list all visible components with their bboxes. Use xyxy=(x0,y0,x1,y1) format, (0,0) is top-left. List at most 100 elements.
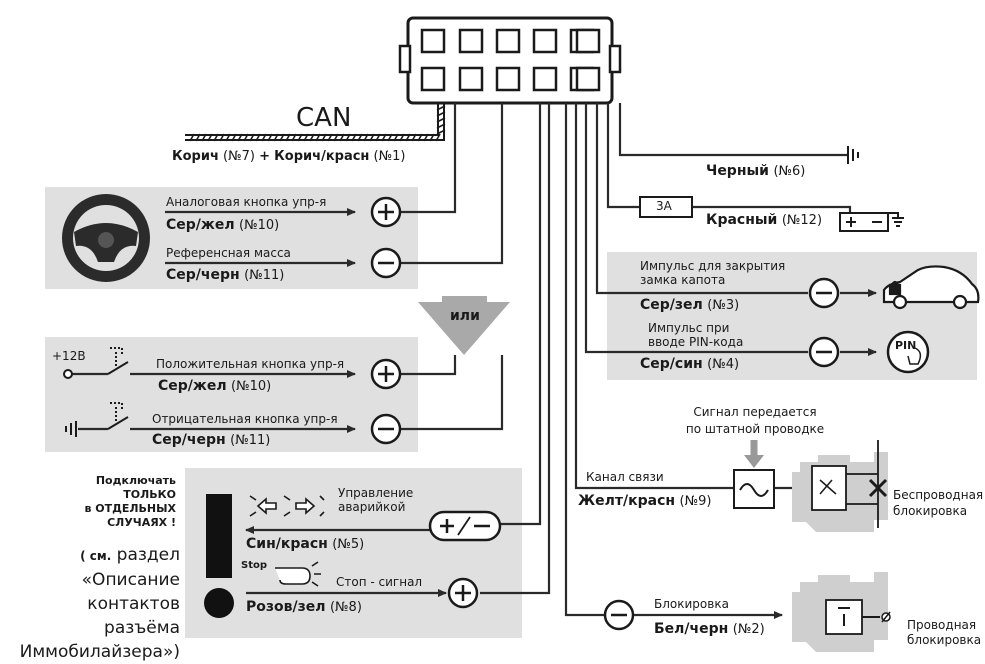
wire-ref-mass xyxy=(400,103,504,265)
notice-ref5: Иммобилайзера») xyxy=(19,642,180,662)
stop-wire-label: Розов/зел (№8) xyxy=(246,599,362,615)
analog-wire-label: Сер/жел (№10) xyxy=(166,217,279,233)
notice-ref3: контактов xyxy=(87,594,180,614)
wire-pos-button xyxy=(400,355,457,376)
can-wire-color: Корич xyxy=(172,149,219,164)
wireless-block-engine xyxy=(792,440,888,532)
pos-wire: Сер/жел xyxy=(158,378,227,394)
notice-dot xyxy=(204,588,234,618)
pin-no: (№4) xyxy=(707,357,740,372)
signal-converter xyxy=(733,440,775,509)
pos-wire-label: Сер/жел (№10) xyxy=(158,378,272,394)
notice-line2: ТОЛЬКО xyxy=(123,488,176,501)
pin-label1: Импульс при xyxy=(648,321,730,335)
stop-no: (№8) xyxy=(329,600,362,615)
fuse xyxy=(639,196,693,218)
minus-circle-block xyxy=(603,599,635,631)
wired-label2: блокировка xyxy=(907,633,982,647)
plus-circle-pos xyxy=(370,358,402,390)
connector-pin xyxy=(575,66,601,92)
wire-ground xyxy=(618,103,848,157)
ground-wire-label: Черный (№6) xyxy=(706,163,806,179)
wire-neg-button xyxy=(400,355,504,431)
connector-pin xyxy=(575,28,601,54)
hazard-wire: Син/красн xyxy=(246,536,328,552)
can-label: CAN xyxy=(296,103,352,133)
analog-label: Аналоговая кнопка упр-я xyxy=(166,195,327,209)
stop-label: Стоп - сигнал xyxy=(336,575,423,589)
wired-label1: Проводная xyxy=(907,618,977,632)
connector xyxy=(398,16,622,105)
can-wire-no: (№7) xyxy=(223,149,255,164)
minus-circle-ref xyxy=(370,247,402,279)
pin-wire-label: Сер/син (№4) xyxy=(640,356,740,372)
connector-pin xyxy=(495,28,521,54)
pin-label2: вводе PIN-кода xyxy=(648,335,744,349)
steering-wheel-icon xyxy=(62,194,150,282)
notice-ref-word: раздел xyxy=(116,545,180,565)
wire-hood xyxy=(595,103,808,295)
plus-minus-hazard xyxy=(428,510,502,542)
neg-label: Отрицательная кнопка упр-я xyxy=(152,412,338,426)
minus-circle-hood xyxy=(808,277,840,309)
connector-pin xyxy=(458,28,484,54)
notice-ref: ( см. раздел «Описание контактов разъёма… xyxy=(0,543,180,664)
ground-no: (№6) xyxy=(773,164,806,179)
pos-switch-icon xyxy=(63,347,129,379)
fuse-label: 3А xyxy=(656,199,672,213)
wireless-label2: блокировка xyxy=(893,504,968,518)
hazard-no: (№5) xyxy=(332,537,365,552)
channel-no: (№9) xyxy=(679,494,712,509)
block-wire-label: Бел/черн (№2) xyxy=(654,621,765,637)
neg-wire-label: Сер/черн (№11) xyxy=(152,432,271,448)
block-wire: Бел/черн xyxy=(654,621,729,637)
connector-pin xyxy=(420,28,446,54)
hazard-label2: аварийкой xyxy=(338,500,406,514)
hood-label2: замка капота xyxy=(640,273,726,287)
can-wire-color2: Корич/красн xyxy=(274,149,370,164)
pos-label: Положительная кнопка упр-я xyxy=(156,357,345,371)
channel-wire: Желт/красн xyxy=(578,493,676,509)
neg-no: (№11) xyxy=(230,433,271,448)
hazard-lights-icon xyxy=(249,495,325,517)
hood-label1: Импульс для закрытия xyxy=(640,259,786,273)
signal-label1: Сигнал передается xyxy=(693,405,817,419)
pin-icon-text: PIN xyxy=(895,339,917,352)
ground-wire: Черный xyxy=(706,163,769,179)
ref-no: (№11) xyxy=(244,268,285,283)
notice-line1: Подключать xyxy=(95,474,176,487)
wire-channel xyxy=(574,103,734,490)
notice-text: Подключать ТОЛЬКО в ОТДЕЛЬНЫХ СЛУЧАЯХ ! xyxy=(60,474,176,530)
connector-pin xyxy=(420,66,446,92)
stop-wire: Розов/зел xyxy=(246,599,326,615)
analog-wire: Сер/жел xyxy=(166,217,235,233)
block-label: Блокировка xyxy=(654,597,729,611)
block-no: (№2) xyxy=(732,622,765,637)
wire-hazard xyxy=(500,103,542,526)
connector-pin xyxy=(532,28,558,54)
hazard-stop-panel xyxy=(185,468,522,638)
connector-pin xyxy=(458,66,484,92)
hood-no: (№3) xyxy=(707,298,740,313)
pin-icon xyxy=(886,330,930,374)
notice-ref4: разъёма xyxy=(104,618,180,638)
wireless-label1: Беспроводная xyxy=(893,488,984,502)
pin-wire: Сер/син xyxy=(640,356,703,372)
notice-bar xyxy=(206,494,232,578)
wired-block-engine xyxy=(792,572,891,652)
hood-wire-label: Сер/зел (№3) xyxy=(640,297,740,313)
hazard-label1: Управление xyxy=(338,486,414,500)
can-wire-label: Корич (№7) + Корич/красн (№1) xyxy=(172,149,406,164)
connector-pin xyxy=(495,66,521,92)
can-wire-no2: (№1) xyxy=(373,149,406,164)
neg-switch-icon xyxy=(65,402,129,437)
power-wire: Красный xyxy=(706,212,778,228)
pos-no: (№10) xyxy=(231,379,272,394)
notice-line3: в ОТДЕЛЬНЫХ xyxy=(84,502,176,515)
channel-label: Канал связи xyxy=(586,470,664,484)
minus-circle-neg xyxy=(370,413,402,445)
wire-pin xyxy=(584,103,808,354)
hood-wire: Сер/зел xyxy=(640,297,703,313)
battery-icon xyxy=(839,212,904,232)
can-twisted-wire xyxy=(185,103,446,142)
